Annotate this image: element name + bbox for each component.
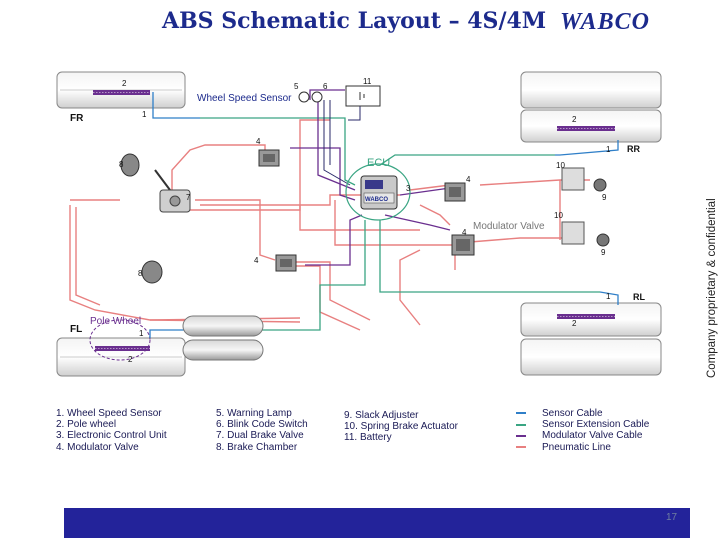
callout-2-fl: 2: [128, 355, 133, 364]
dashboard-wiring: [323, 100, 361, 186]
sensor-cable-swatch: [516, 412, 526, 415]
legend-item: 11. Battery: [344, 432, 392, 444]
legend-cable-label: Sensor Extension Cable: [542, 419, 650, 431]
blink-code-switch: [311, 91, 323, 103]
spring-brake-actuator-rr: [561, 167, 607, 192]
modulator-valve-cables: [290, 89, 451, 266]
callout-5: 5: [294, 82, 299, 91]
legend-item: 2. Pole wheel: [56, 419, 117, 431]
modulator-valve-rr: [444, 182, 466, 202]
callout-4-fr: 4: [256, 137, 261, 146]
brake-chamber-front-left: [141, 260, 163, 284]
label-fr: FR: [70, 113, 84, 124]
legend-cable-row: Sensor Cable: [516, 408, 649, 419]
modulator-valve-rl: [451, 234, 475, 256]
legend-item: 9. Slack Adjuster: [344, 410, 419, 421]
callout-4-rr: 4: [466, 175, 471, 184]
air-tank-upper: [182, 315, 264, 337]
legend-item: 8. Brake Chamber: [216, 441, 298, 453]
pole-wheel-fr: [93, 90, 150, 95]
tire-rl-outer: [520, 338, 662, 376]
callout-1-fr: 1: [142, 110, 147, 119]
legend-item: 3. Electronic Control Unit: [56, 430, 167, 442]
tire-rl-inner: [520, 302, 662, 337]
callout-4-fl: 4: [254, 256, 259, 265]
callout-10-rr: 10: [556, 161, 565, 170]
label-wheel-speed-sensor: Wheel Speed Sensor: [197, 93, 292, 104]
pole-wheel-rl: [557, 314, 615, 319]
callout-2-fr: 2: [122, 79, 127, 88]
legend-cable-label: Sensor Cable: [542, 408, 603, 419]
footer-bar: [64, 508, 690, 538]
label-rr: RR: [627, 144, 640, 154]
legend-item: 6. Blink Code Switch: [216, 419, 308, 431]
legend-cable-label: Modulator Valve Cable: [542, 430, 643, 442]
legend-item: 7. Dual Brake Valve: [216, 430, 304, 442]
callout-6: 6: [323, 82, 328, 91]
callout-8-fr: 8: [119, 160, 124, 169]
label-ecu-brand: WABCO: [365, 197, 388, 203]
legend-components-1: 1. Wheel Speed Sensor 2. Pole wheel 3. E…: [56, 408, 167, 453]
label-rl: RL: [633, 292, 645, 302]
label-fl: FL: [70, 324, 82, 335]
callout-2-rr: 2: [572, 115, 577, 124]
label-ecu: ECU: [367, 157, 390, 169]
label-modulator-valve: Modulator Valve: [473, 221, 545, 232]
legend-cables: Sensor Cable Sensor Extension Cable Modu…: [516, 408, 649, 453]
modulator-valve-fl: [275, 254, 297, 272]
legend-item: 1. Wheel Speed Sensor: [56, 408, 162, 419]
callout-9-rl: 9: [601, 248, 606, 257]
dual-brake-valve: [154, 169, 191, 213]
callout-9-rr: 9: [602, 193, 607, 202]
callout-1-rl: 1: [606, 292, 611, 301]
legend-cable-row: Sensor Extension Cable: [516, 419, 649, 430]
legend-cable-label: Pneumatic Line: [542, 441, 611, 453]
brake-chamber-front-right: [120, 153, 140, 177]
callout-3: 3: [406, 184, 411, 193]
sensor-extension-cable-swatch: [516, 423, 526, 426]
tire-fl: [56, 337, 186, 377]
legend-item: 4. Modulator Valve: [56, 441, 139, 453]
tire-rr-outer: [520, 71, 662, 109]
callout-1-rr: 1: [606, 145, 611, 154]
legend-components-3: 9. Slack Adjuster 10. Spring Brake Actua…: [344, 410, 458, 444]
page-number: 17: [666, 512, 678, 523]
modulator-valve-cable-swatch: [516, 434, 526, 437]
modulator-valve-fr: [258, 149, 280, 167]
callout-2-rl: 2: [572, 319, 577, 328]
abs-schematic: Wheel Speed Sensor FR RR RL FL Pole Whee…: [56, 71, 662, 377]
spring-brake-actuator-rl: [561, 221, 610, 247]
callout-7: 7: [186, 193, 191, 202]
pole-wheel-rr: [557, 126, 615, 131]
battery: [345, 85, 381, 107]
legend-cable-row: Modulator Valve Cable: [516, 430, 649, 441]
warning-lamp: [298, 91, 310, 103]
callout-1-fl: 1: [139, 329, 144, 338]
callout-10-rl: 10: [554, 211, 563, 220]
air-tank-lower: [182, 339, 264, 361]
ecu: [345, 163, 411, 221]
legend-item: 5. Warning Lamp: [216, 408, 292, 419]
callout-8-fl: 8: [138, 269, 143, 278]
label-pole-wheel: Pole Wheel: [90, 316, 141, 327]
wabco-logo: WABCO: [560, 9, 650, 35]
page-title: ABS Schematic Layout – 4S/4M: [162, 8, 547, 34]
sensor-extension-cables: [200, 117, 600, 331]
legend-components-2: 5. Warning Lamp 6. Blink Code Switch 7. …: [216, 408, 308, 453]
pneumatic-line-swatch: [516, 445, 526, 448]
callout-4-rl: 4: [462, 228, 467, 237]
pole-wheel-fl: [89, 319, 151, 361]
legend-cable-row: Pneumatic Line: [516, 442, 649, 453]
legend-item: 10. Spring Brake Actuator: [344, 421, 458, 433]
callout-11: 11: [363, 77, 372, 86]
